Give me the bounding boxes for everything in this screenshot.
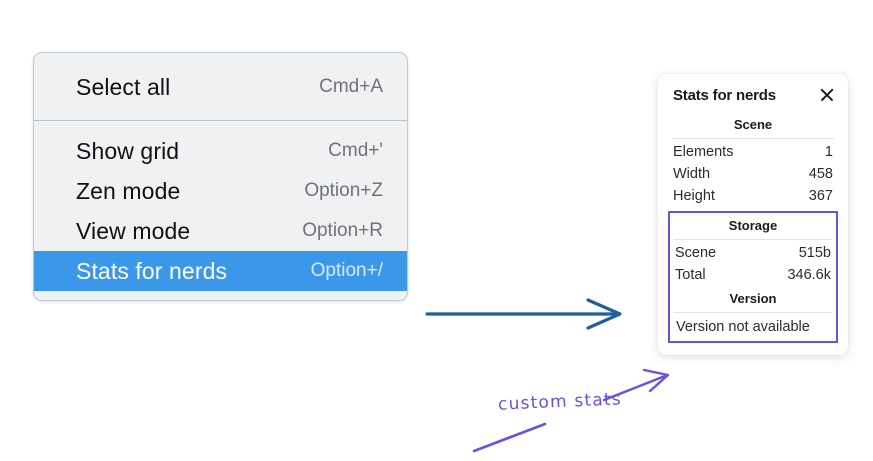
blue-arrow xyxy=(425,298,622,330)
stat-row-storage-total: Total 346.6k xyxy=(670,264,836,286)
menu-item-label: Show grid xyxy=(76,137,180,164)
stat-value: 367 xyxy=(808,188,833,204)
menu-item-view-mode[interactable]: View mode Option+R xyxy=(34,211,407,251)
stat-key: Width xyxy=(673,166,711,182)
storage-section-heading: Storage xyxy=(728,218,778,233)
version-divider xyxy=(674,312,832,313)
menu-item-label: Zen mode xyxy=(76,177,181,204)
menu-item-shortcut: Cmd+' xyxy=(328,140,383,161)
stats-panel-title: Stats for nerds xyxy=(673,86,776,104)
menu-item-show-grid[interactable]: Show grid Cmd+' xyxy=(34,131,407,171)
stat-row-width: Width 458 xyxy=(668,163,838,185)
custom-stats-annotation: custom stats xyxy=(497,389,623,415)
version-text: Version not available xyxy=(676,319,810,335)
custom-stats-block: Storage Scene 515b Total 346.6k Version … xyxy=(668,211,838,343)
stat-key: Total xyxy=(675,267,706,283)
stat-row-height: Height 367 xyxy=(668,185,838,207)
menu-item-shortcut: Option+/ xyxy=(310,260,383,281)
menu-item-shortcut: Option+R xyxy=(302,220,383,241)
menu-item-stats-for-nerds[interactable]: Stats for nerds Option+/ xyxy=(34,251,407,291)
stats-panel-header: Stats for nerds xyxy=(668,84,838,110)
stat-key: Height xyxy=(673,188,715,204)
menu-item-select-all[interactable]: Select all Cmd+A xyxy=(34,67,407,107)
stat-value: 515b xyxy=(798,245,831,261)
menu-section-1: Select all Cmd+A xyxy=(34,53,407,120)
stat-row-storage-scene: Scene 515b xyxy=(670,242,836,264)
scene-divider xyxy=(672,138,834,139)
menu-divider xyxy=(34,120,407,121)
stats-for-nerds-panel: Stats for nerds Scene Elements 1 Width 4… xyxy=(658,74,848,355)
stat-key: Scene xyxy=(675,245,717,261)
stat-key: Elements xyxy=(673,144,734,160)
stat-row-elements: Elements 1 xyxy=(668,141,838,163)
menu-item-label: Select all xyxy=(76,73,171,100)
scene-section-heading: Scene xyxy=(733,117,773,132)
menu-item-label: View mode xyxy=(76,217,191,244)
version-section-heading: Version xyxy=(729,291,777,306)
storage-divider xyxy=(674,239,832,240)
menu-item-shortcut: Cmd+A xyxy=(319,76,383,97)
purple-underline-stroke xyxy=(472,422,547,453)
close-icon[interactable] xyxy=(818,86,836,104)
menu-section-2: Show grid Cmd+' Zen mode Option+Z View m… xyxy=(34,121,407,300)
menu-item-shortcut: Option+Z xyxy=(304,180,383,201)
stat-value: 458 xyxy=(808,166,833,182)
menu-item-zen-mode[interactable]: Zen mode Option+Z xyxy=(34,171,407,211)
stat-value: 346.6k xyxy=(787,267,831,283)
context-menu[interactable]: Select all Cmd+A Show grid Cmd+' Zen mod… xyxy=(33,52,408,301)
stat-value: 1 xyxy=(824,144,833,160)
menu-item-label: Stats for nerds xyxy=(76,257,228,284)
